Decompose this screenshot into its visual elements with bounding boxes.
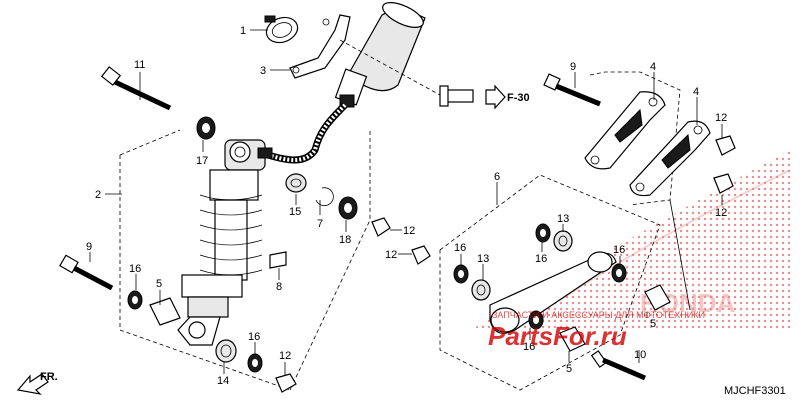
part-number-18: 18 bbox=[339, 234, 351, 246]
part-number-9b: 9 bbox=[570, 61, 576, 73]
assembly-outline-linkage bbox=[439, 174, 661, 391]
flange-nut-e bbox=[713, 173, 734, 194]
link-bearing-a bbox=[553, 230, 573, 252]
front-direction-marker: FR. bbox=[16, 371, 58, 395]
dust-seal-link-c bbox=[611, 263, 627, 283]
shock-upper-bolt bbox=[100, 66, 172, 111]
leader-lines bbox=[89, 29, 723, 376]
caution-label bbox=[269, 251, 287, 269]
link-plate-b bbox=[629, 120, 711, 197]
part-number-13b: 13 bbox=[477, 253, 489, 265]
watermark-brand: PartsFor.ru bbox=[488, 321, 627, 351]
flange-nut-c bbox=[411, 245, 431, 265]
flange-nut-d bbox=[715, 135, 736, 156]
pivot-collar-a bbox=[149, 297, 181, 326]
shock-link-arm bbox=[489, 251, 617, 334]
part-number-14: 14 bbox=[217, 375, 229, 387]
part-number-6: 6 bbox=[494, 171, 500, 183]
link-bearing-b bbox=[471, 279, 491, 301]
part-number-12b: 12 bbox=[385, 249, 397, 261]
part-number-3: 3 bbox=[260, 65, 266, 77]
link-bolt bbox=[590, 350, 646, 381]
diagram-code: MJCHF3301 bbox=[724, 385, 786, 397]
part-number-4b: 4 bbox=[693, 86, 699, 98]
part-number-5a: 5 bbox=[156, 278, 162, 290]
part-number-9a: 9 bbox=[86, 241, 92, 253]
flange-nut-b bbox=[371, 217, 391, 237]
dust-seal-link-d bbox=[528, 310, 544, 330]
part-number-7: 7 bbox=[317, 218, 323, 230]
part-number-12e: 12 bbox=[715, 207, 727, 219]
dust-seal-link-a bbox=[535, 223, 551, 243]
part-number-10: 10 bbox=[634, 349, 646, 361]
part-number-17: 17 bbox=[196, 155, 208, 167]
circlip bbox=[315, 187, 334, 207]
plate-bolt bbox=[543, 73, 601, 107]
part-number-12a: 12 bbox=[403, 225, 415, 237]
mount-bolt-ref bbox=[339, 39, 506, 110]
shock-lower-bolt bbox=[59, 254, 114, 291]
part-number-16b: 16 bbox=[248, 331, 260, 343]
part-number-13a: 13 bbox=[557, 213, 569, 225]
pivot-collar-c bbox=[559, 326, 586, 352]
part-number-8: 8 bbox=[276, 281, 282, 293]
dust-seal-link-b bbox=[453, 264, 469, 284]
bump-rubber bbox=[285, 173, 307, 193]
flange-nut-a bbox=[275, 373, 297, 393]
reservoir-cylinder bbox=[334, 2, 426, 108]
part-number-11: 11 bbox=[134, 59, 145, 71]
dust-seal-lower-b bbox=[247, 353, 263, 373]
reservoir-hose bbox=[267, 102, 348, 164]
part-number-16f: 16 bbox=[523, 341, 535, 353]
part-number-5b: 5 bbox=[650, 318, 656, 330]
part-number-4a: 4 bbox=[650, 61, 656, 73]
collar-top bbox=[196, 116, 216, 140]
assembly-outline-shock bbox=[119, 129, 371, 391]
part-number-12d: 12 bbox=[715, 112, 727, 124]
pivot-collar-b bbox=[644, 284, 671, 311]
dust-seal bbox=[338, 196, 358, 220]
reservoir-stay bbox=[289, 14, 351, 79]
part-number-16c: 16 bbox=[454, 242, 466, 254]
part-number-labels: 1 2 3 4 4 5 5 5 6 7 8 9 9 10 11 12 12 12… bbox=[86, 25, 727, 387]
part-number-5c: 5 bbox=[566, 363, 572, 375]
part-number-16d: 16 bbox=[535, 253, 547, 265]
part-number-15: 15 bbox=[289, 206, 301, 218]
part-number-2: 2 bbox=[95, 189, 101, 201]
reference-label: F-30 bbox=[507, 92, 530, 104]
part-number-12c: 12 bbox=[279, 350, 291, 362]
assembly-outline-plates bbox=[589, 71, 681, 206]
watermark-tagline: ЗАПЧАСТИ И АКСЕССУАРЫ ДЛЯ МОТОТЕХНИКИ bbox=[492, 310, 705, 320]
part-number-16e: 16 bbox=[613, 244, 625, 256]
link-plate-a bbox=[584, 91, 666, 170]
dust-seal-lower-a bbox=[127, 290, 143, 310]
part-number-1: 1 bbox=[240, 25, 246, 37]
front-marker-label: FR. bbox=[40, 371, 58, 383]
needle-bearing bbox=[215, 339, 237, 363]
rear-shock-absorber bbox=[177, 139, 273, 346]
part-number-16a: 16 bbox=[129, 263, 141, 275]
clamp-band bbox=[264, 15, 299, 44]
